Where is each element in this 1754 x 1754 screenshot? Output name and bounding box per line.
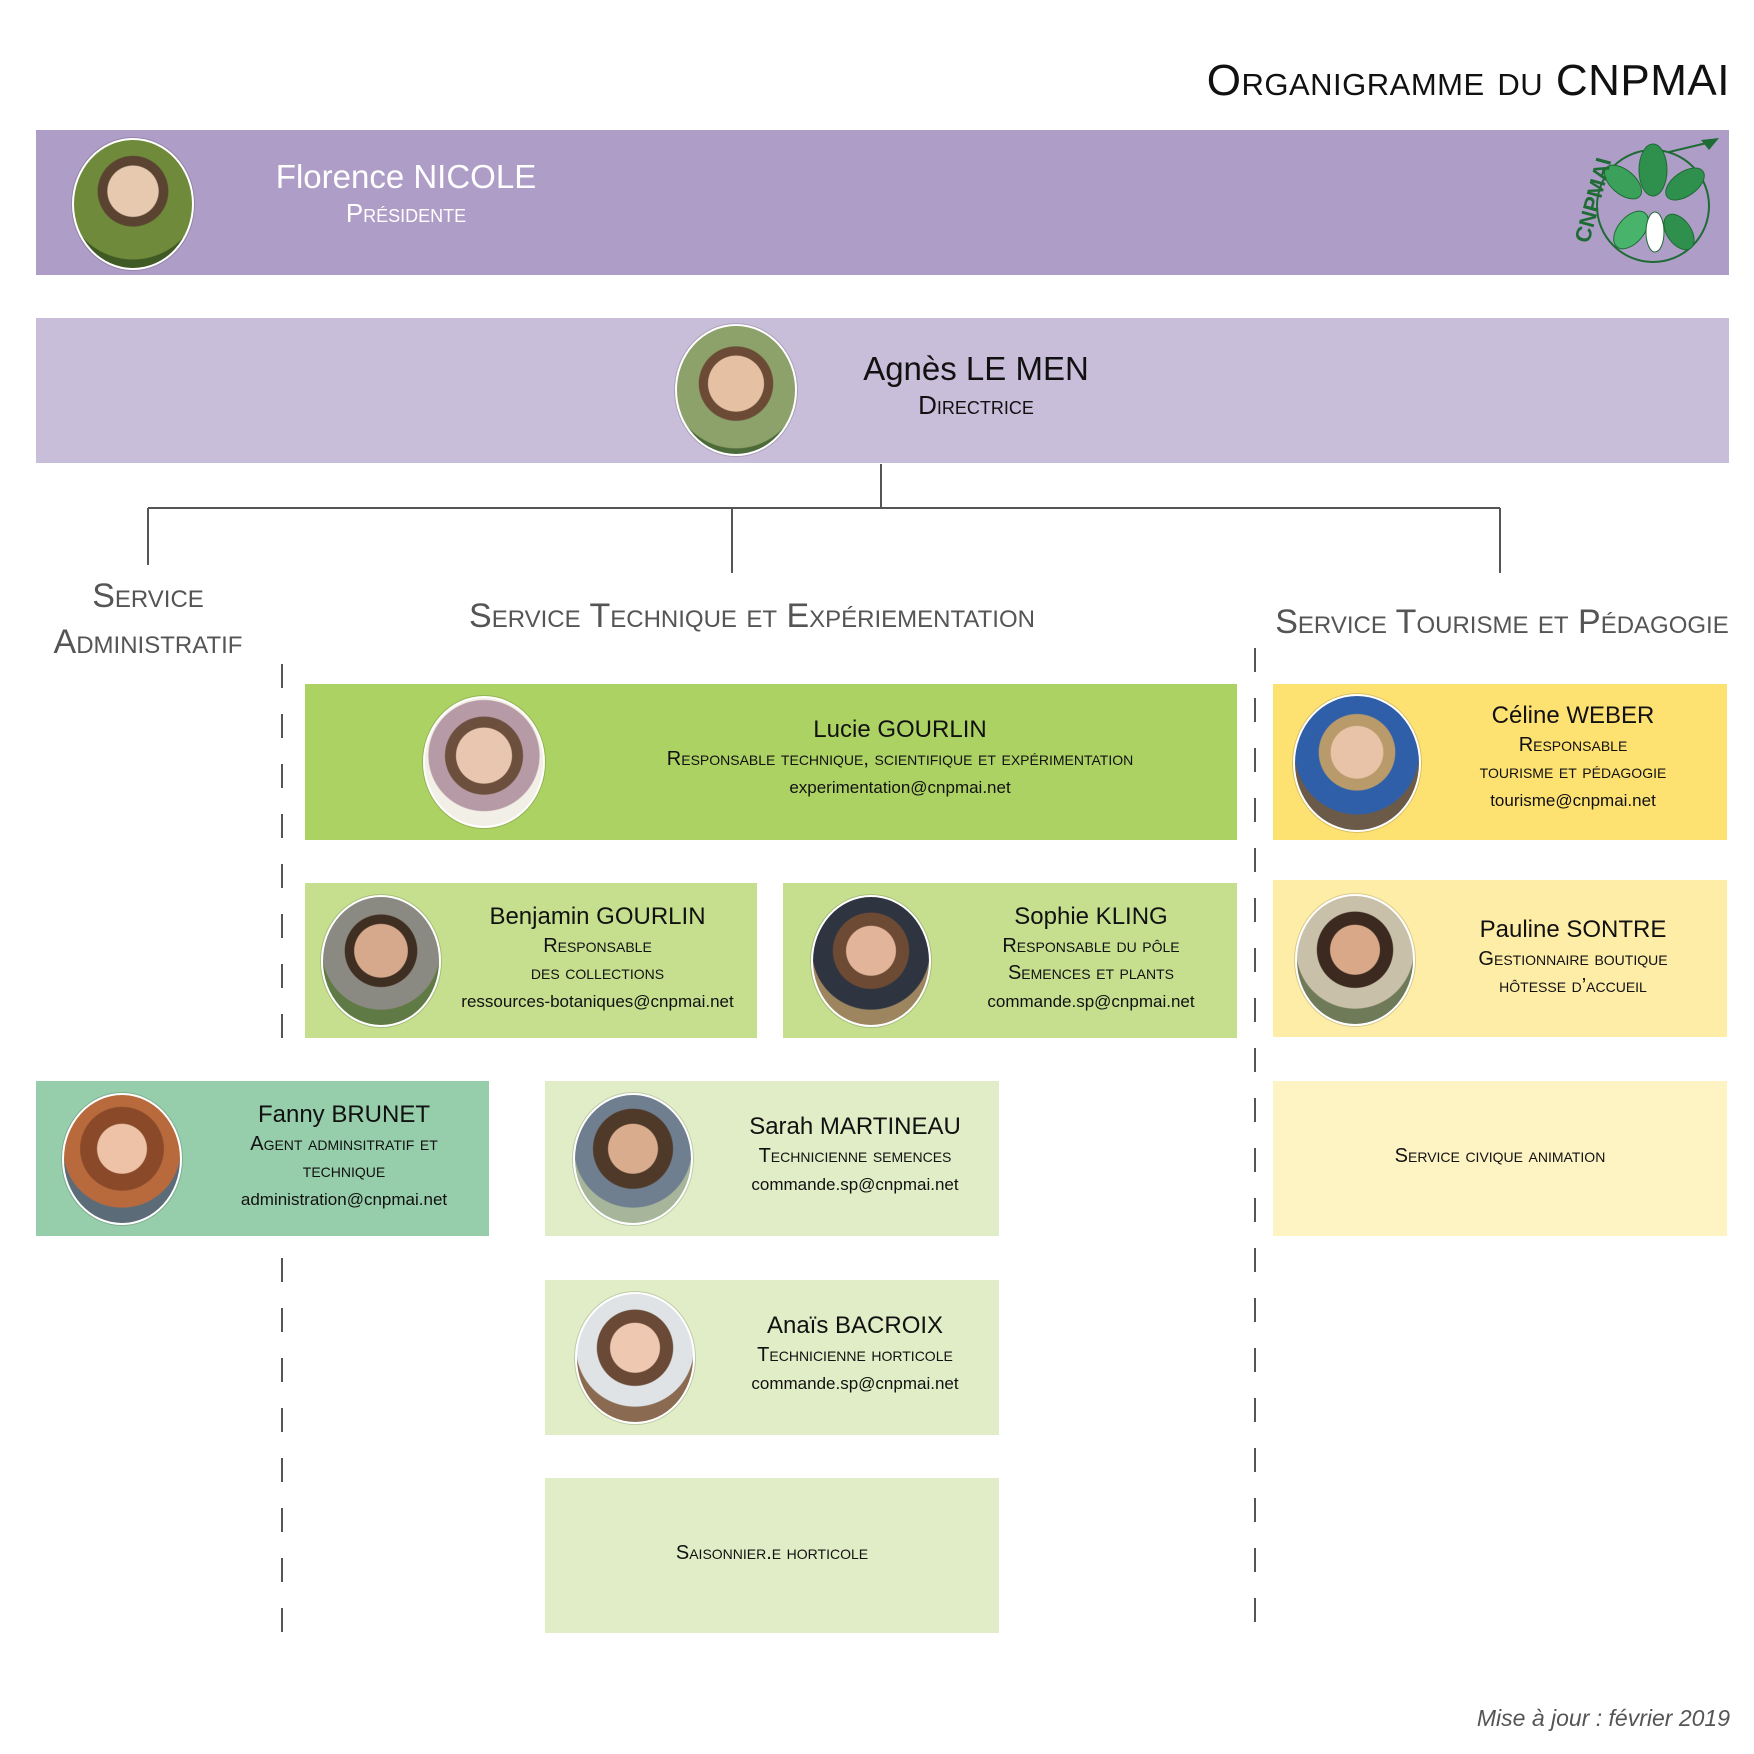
avatar	[1295, 894, 1415, 1026]
person-role-line1: Responsable du pôle	[1002, 935, 1180, 958]
position-role: Service civique animation	[1394, 1145, 1606, 1167]
cnpmai-logo: CNPMAI	[1561, 132, 1721, 270]
service-tourisme-title: Service Tourisme et Pédagogie	[1275, 603, 1729, 641]
person-email: tourisme@cnpmai.net	[1490, 791, 1656, 811]
person-name: Benjamin GOURLIN	[489, 903, 706, 930]
person-role-line1: Responsable	[1518, 734, 1628, 757]
person-name: Pauline SONTRE	[1479, 916, 1667, 943]
person-role: Technicienne semences	[758, 1145, 952, 1168]
avatar	[1293, 694, 1421, 832]
update-date: Mise à jour : février 2019	[1476, 1705, 1730, 1731]
person-email: experimentation@cnpmai.net	[789, 778, 1011, 798]
person-email: commande.sp@cnpmai.net	[751, 1175, 959, 1195]
person-role: Responsable technique, scientifique et e…	[666, 748, 1134, 771]
card-lucie-gourlin: Lucie GOURLIN Responsable technique, sci…	[305, 684, 1237, 840]
avatar	[675, 324, 797, 456]
person-role-line2: Semences et plants	[1007, 962, 1175, 985]
person-role: Technicienne horticole	[757, 1344, 953, 1367]
person-email: ressources-botaniques@cnpmai.net	[461, 992, 734, 1012]
president-band: Florence NICOLE Présidente CNPMAI	[36, 130, 1729, 275]
position-role: Saisonnier.e horticole	[675, 1542, 869, 1564]
person-name: Sarah MARTINEAU	[749, 1113, 961, 1140]
card-benjamin-gourlin: Benjamin GOURLIN Responsable des collect…	[305, 883, 757, 1038]
director-band: Agnès LE MEN Directrice	[36, 318, 1729, 463]
person-name: Céline WEBER	[1491, 702, 1655, 729]
person-role-line2: tourisme et pédagogie	[1479, 761, 1667, 784]
person-role-line2: des collections	[530, 962, 665, 985]
person-email: commande.sp@cnpmai.net	[751, 1374, 959, 1394]
avatar	[72, 138, 194, 270]
avatar	[575, 1292, 695, 1424]
director-name: Agnès LE MEN	[863, 350, 1089, 387]
person-email: commande.sp@cnpmai.net	[987, 992, 1195, 1012]
person-role-line1: Agent adminsitratif et	[250, 1133, 438, 1156]
president-name: Florence NICOLE	[275, 158, 537, 195]
president-role: Présidente	[345, 198, 467, 228]
person-name: Fanny BRUNET	[257, 1101, 431, 1128]
person-role-line2: hôtesse d’accueil	[1499, 975, 1647, 998]
card-sarah-martineau: Sarah MARTINEAU Technicienne semences co…	[545, 1081, 999, 1236]
card-pauline-sontre: Pauline SONTRE Gestionnaire boutique hôt…	[1273, 880, 1727, 1037]
person-name: Sophie KLING	[1014, 903, 1168, 930]
avatar	[423, 696, 545, 828]
person-name: Anaïs BACROIX	[766, 1312, 944, 1339]
card-sophie-kling: Sophie KLING Responsable du pôle Semence…	[783, 883, 1237, 1038]
avatar	[573, 1093, 693, 1225]
avatar	[321, 895, 441, 1027]
director-role: Directrice	[918, 390, 1034, 420]
service-admin-title-line1: Service	[92, 577, 204, 615]
person-role-line1: Responsable	[543, 935, 652, 958]
person-email: administration@cnpmai.net	[240, 1190, 448, 1210]
person-role-line1: Gestionnaire boutique	[1478, 948, 1668, 971]
page-title: Organigramme du CNPMAI	[1206, 56, 1730, 105]
avatar	[62, 1093, 182, 1225]
avatar	[811, 895, 931, 1027]
card-anais-bacroix: Anaïs BACROIX Technicienne horticole com…	[545, 1280, 999, 1435]
service-technique-title: Service Technique et Expériementation	[469, 597, 1035, 635]
person-role-line2: technique	[302, 1160, 386, 1183]
card-fanny-brunet: Fanny BRUNET Agent adminsitratif et tech…	[36, 1081, 489, 1236]
service-admin-title-line2: Administratif	[53, 622, 243, 661]
card-celine-weber: Céline WEBER Responsable tourisme et péd…	[1273, 684, 1727, 840]
person-name: Lucie GOURLIN	[813, 716, 987, 743]
card-service-civique: Service civique animation	[1273, 1081, 1727, 1236]
service-admin-title: Service Administratif	[28, 574, 268, 666]
card-saisonnier-horticole: Saisonnier.e horticole	[545, 1478, 999, 1633]
